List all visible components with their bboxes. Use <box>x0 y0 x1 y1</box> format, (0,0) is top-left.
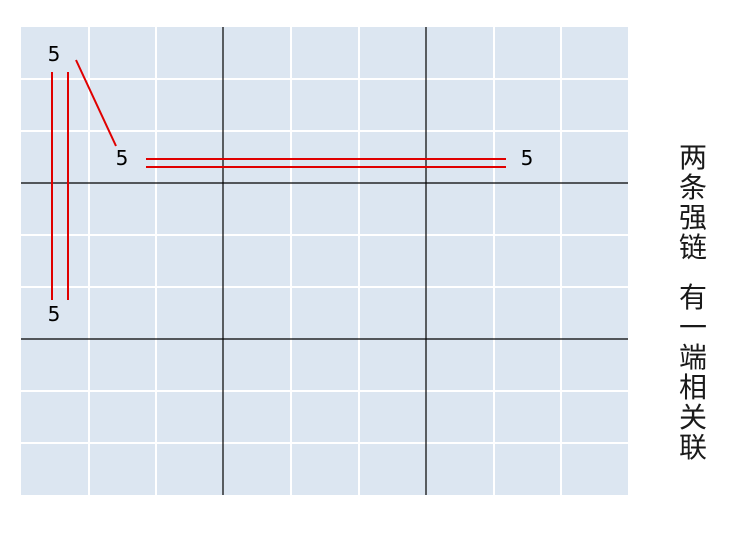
caption-char: 条 <box>678 171 707 204</box>
caption-char: 联 <box>678 431 707 464</box>
caption-char: 链 <box>678 231 707 264</box>
caption-char: 两 <box>678 141 707 174</box>
digit-middle-left: 5 <box>116 146 129 170</box>
caption-char: 一 <box>678 311 707 344</box>
caption-char: 有 <box>678 281 707 314</box>
caption-char: 端 <box>678 341 707 374</box>
sudoku-diagram: 5 5 5 5 <box>21 27 628 495</box>
strong-links <box>51 59 506 300</box>
vertical-caption: 两 条 强 链 有 一 端 相 关 联 <box>676 143 710 463</box>
block-grid-lines <box>21 27 628 495</box>
digit-top-left: 5 <box>48 42 61 66</box>
digit-middle-right: 5 <box>521 146 534 170</box>
caption-char: 强 <box>678 201 707 234</box>
digit-bottom-left: 5 <box>48 302 61 326</box>
thin-grid-lines <box>21 27 628 495</box>
caption-char: 相 <box>678 371 707 404</box>
diagonal-weak-link <box>75 59 117 147</box>
caption-char: 关 <box>678 401 707 434</box>
grid-background <box>21 27 628 495</box>
